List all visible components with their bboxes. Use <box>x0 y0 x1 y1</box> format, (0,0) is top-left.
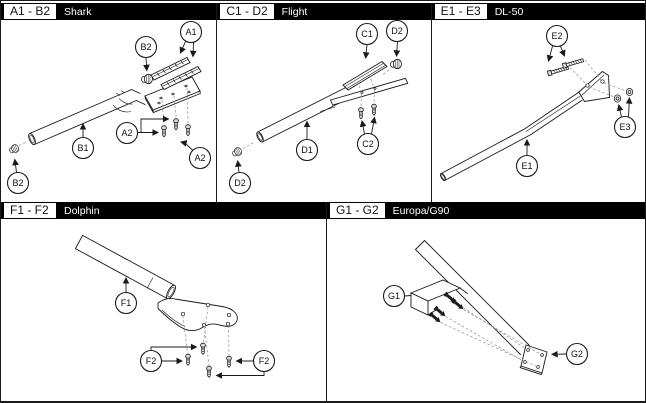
dl50-bolts <box>546 57 601 85</box>
svg-text:A2: A2 <box>194 153 205 163</box>
shark-slide-rails <box>150 56 202 91</box>
dolphin-assembly-drawing: F1 F2 F2 <box>74 234 276 379</box>
callout-e3: E3 <box>613 96 636 139</box>
bottom-row: F1 - F2 Dolphin <box>1 202 645 401</box>
panel-flight: C1 - D2 Flight <box>216 3 431 202</box>
svg-text:C2: C2 <box>363 139 375 149</box>
panel-model-name: Europa/G90 <box>392 204 450 217</box>
dolphin-screws <box>182 306 232 378</box>
panel-dolphin-header: F1 - F2 Dolphin <box>1 202 326 219</box>
callout-d2-bottom: D2 <box>229 159 252 195</box>
callout-f1: F1 <box>114 276 138 315</box>
panel-range-label: A1 - B2 <box>3 3 58 20</box>
svg-text:A1: A1 <box>185 27 196 37</box>
callout-g1: G1 <box>382 284 412 308</box>
callout-a2-right: A2 <box>180 140 212 170</box>
panel-range-label: E1 - E3 <box>433 3 488 20</box>
flight-knob <box>381 58 403 76</box>
panel-dl50: E1 - E3 DL-50 <box>430 3 645 202</box>
svg-text:D1: D1 <box>302 145 314 155</box>
panel-europa: G1 - G2 Europa/G90 <box>325 202 645 401</box>
callout-a2-left: A2 <box>115 115 170 145</box>
shark-assembly-drawing: A1 B2 B1 A2 <box>6 20 212 195</box>
panel-range-label: G1 - G2 <box>328 202 386 219</box>
panel-model-name: Shark <box>64 5 92 18</box>
panel-range-label: F1 - F2 <box>3 202 57 219</box>
shark-tube <box>28 89 146 146</box>
panel-shark: A1 - B2 Shark <box>1 3 217 202</box>
panel-shark-header: A1 - B2 Shark <box>1 3 217 20</box>
svg-text:A2: A2 <box>121 128 132 138</box>
svg-text:B2: B2 <box>12 178 23 188</box>
callout-d1: D1 <box>296 120 319 162</box>
svg-text:D2: D2 <box>235 178 247 188</box>
dl50-assembly-drawing: E2 E3 E1 <box>439 24 636 182</box>
shark-knob <box>141 73 153 85</box>
dl50-bracket-plate <box>577 70 610 102</box>
callout-e1: E1 <box>515 138 538 178</box>
europa-tube <box>415 240 530 355</box>
dolphin-tube <box>74 234 176 300</box>
callout-b1: B1 <box>71 122 95 160</box>
svg-text:G2: G2 <box>571 349 583 359</box>
svg-text:E1: E1 <box>521 161 532 171</box>
callout-b2-top: B2 <box>134 35 158 72</box>
callout-e2: E2 <box>545 24 568 62</box>
dl50-tube <box>439 91 583 182</box>
europa-sleeve-bracket <box>409 279 468 316</box>
callout-d2-top: D2 <box>386 20 409 58</box>
svg-text:E2: E2 <box>551 31 562 41</box>
panel-range-label: C1 - D2 <box>219 3 275 20</box>
callout-f2-left: F2 <box>139 343 198 373</box>
panel-model-name: Dolphin <box>64 204 100 217</box>
callout-f2-right: F2 <box>215 349 276 379</box>
flight-assembly-drawing: C1 D2 D1 C2 <box>229 20 409 195</box>
dolphin-mount-plate <box>157 298 238 331</box>
svg-text:F2: F2 <box>146 356 157 366</box>
svg-text:F1: F1 <box>121 298 132 308</box>
callout-c1: C1 <box>356 22 379 60</box>
svg-text:F2: F2 <box>259 356 270 366</box>
svg-text:D2: D2 <box>392 26 404 36</box>
callout-a1: A1 <box>179 20 203 58</box>
svg-text:B1: B1 <box>77 143 88 153</box>
callout-c2: C2 <box>357 116 380 156</box>
svg-text:B2: B2 <box>140 42 151 52</box>
panel-europa-header: G1 - G2 Europa/G90 <box>326 202 645 219</box>
flight-screws <box>356 74 378 120</box>
top-row: A1 - B2 Shark <box>1 3 645 202</box>
svg-text:C1: C1 <box>362 29 374 39</box>
callout-g2: G2 <box>550 342 589 366</box>
panel-model-name: Flight <box>281 5 308 18</box>
dl50-washers <box>588 82 633 103</box>
flight-channel-clamp <box>342 60 389 91</box>
panel-model-name: DL-50 <box>494 5 524 18</box>
europa-base-plate <box>519 344 548 376</box>
europa-assembly-drawing: G1 G2 <box>382 240 589 376</box>
panel-flight-header: C1 - D2 Flight <box>217 3 431 20</box>
flight-end-cap <box>231 142 255 159</box>
svg-text:G1: G1 <box>388 291 400 301</box>
svg-text:E3: E3 <box>619 122 630 132</box>
europa-screws <box>428 291 542 367</box>
panel-dolphin: F1 - F2 Dolphin <box>1 202 326 401</box>
callout-b2-bottom: B2 <box>6 158 30 195</box>
flight-mount-bar <box>330 77 409 106</box>
panel-dl50-header: E1 - E3 DL-50 <box>431 3 645 20</box>
shark-end-cap <box>7 141 28 155</box>
